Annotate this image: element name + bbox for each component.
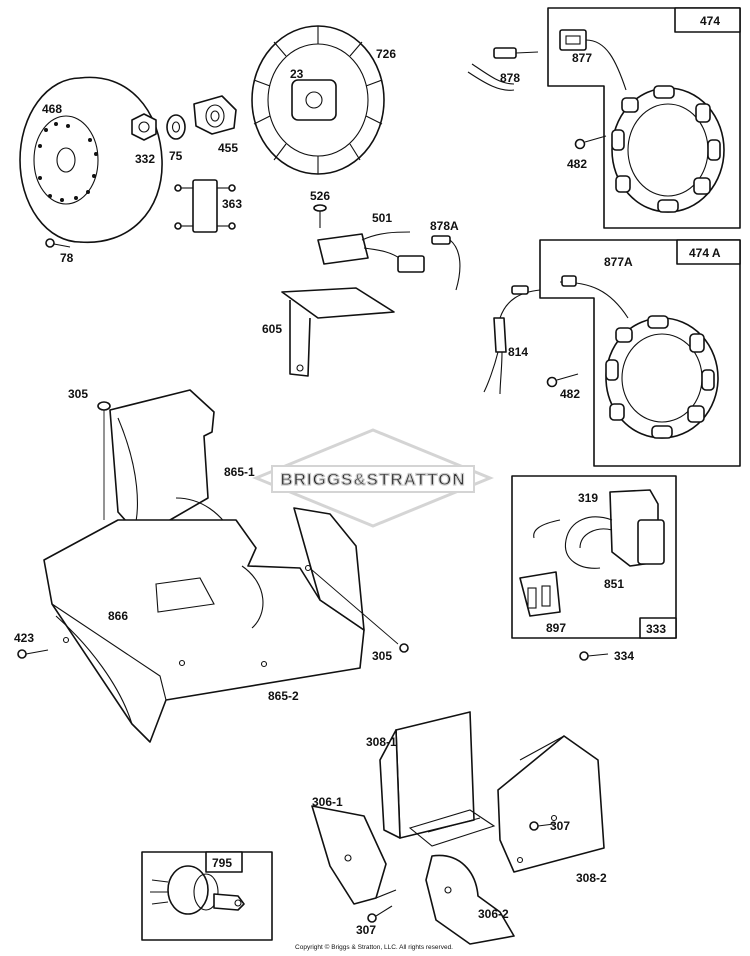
key-switch-795-box: 795 (141, 851, 273, 941)
label-78: 78 (60, 251, 74, 265)
label-455: 455 (218, 141, 238, 155)
wire-878 (467, 47, 539, 91)
box-label-333: 333 (646, 622, 666, 636)
shroud-865-1 (109, 389, 237, 541)
screw-423 (17, 649, 49, 659)
label-814: 814 (508, 345, 528, 359)
cover-306-2 (425, 854, 515, 945)
flywheel-726 (251, 25, 385, 175)
blower-housing-866 (43, 507, 365, 743)
box-label-474: 474 (700, 14, 720, 28)
label-308-2: 308-2 (576, 871, 607, 885)
box-label-474a: 474 A (689, 246, 721, 260)
stator-474-box: 474 877 (547, 7, 741, 229)
label-877: 877 (572, 51, 592, 65)
label-307-right: 307 (550, 819, 570, 833)
screw-305-top (97, 401, 111, 520)
label-319: 319 (578, 491, 598, 505)
label-423: 423 (14, 631, 34, 645)
label-482-mid: 482 (560, 387, 580, 401)
label-332: 332 (135, 152, 155, 166)
box-label-795: 795 (212, 856, 232, 870)
copyright-notice: Copyright © Briggs & Stratton, LLC. All … (295, 943, 453, 951)
harness-814 (483, 285, 541, 395)
label-878: 878 (500, 71, 520, 85)
label-305-top: 305 (68, 387, 88, 401)
washer-75 (166, 114, 186, 140)
label-306-2: 306-2 (478, 907, 509, 921)
label-851: 851 (604, 577, 624, 591)
label-468: 468 (42, 102, 62, 116)
label-726: 726 (376, 47, 396, 61)
rectifier-333-box: 333 (511, 475, 677, 639)
starter-cup-455 (193, 95, 237, 135)
screw-334 (579, 651, 609, 661)
label-526: 526 (310, 189, 330, 203)
label-334: 334 (614, 649, 634, 663)
bracket-605 (281, 287, 395, 377)
cover-308-2 (497, 735, 605, 873)
screw-307-right (529, 821, 555, 831)
label-866: 866 (108, 609, 128, 623)
regulator-501 (317, 231, 425, 273)
rectifier-bracket-363 (174, 179, 236, 233)
screw-482-top (574, 135, 607, 150)
watermark-text: BRIGGS&STRATTON (280, 470, 465, 489)
screw-526 (313, 204, 327, 228)
label-23: 23 (290, 67, 304, 81)
label-501: 501 (372, 211, 392, 225)
label-308-1: 308-1 (366, 735, 397, 749)
label-307-bottom: 307 (356, 923, 376, 937)
cover-306-1 (311, 805, 397, 905)
wire-878a (431, 235, 461, 291)
stator-474a-box: 474 A 877A (539, 239, 741, 467)
label-363: 363 (222, 197, 242, 211)
label-305-right: 305 (372, 649, 392, 663)
screw-482-mid (546, 373, 579, 388)
label-865-1: 865-1 (224, 465, 255, 479)
label-865-2: 865-2 (268, 689, 299, 703)
label-306-1: 306-1 (312, 795, 343, 809)
label-878a: 878A (430, 219, 459, 233)
label-605: 605 (262, 322, 282, 336)
label-897: 897 (546, 621, 566, 635)
nut-332 (131, 113, 157, 141)
label-482-top: 482 (567, 157, 587, 171)
screw-305-right (311, 569, 409, 653)
cover-308-1 (379, 711, 496, 847)
screw-307-bottom (367, 905, 393, 923)
label-877a: 877A (604, 255, 633, 269)
briggs-stratton-watermark: BRIGGS&STRATTON (252, 428, 494, 528)
screw-78 (45, 238, 71, 248)
label-75: 75 (169, 149, 183, 163)
